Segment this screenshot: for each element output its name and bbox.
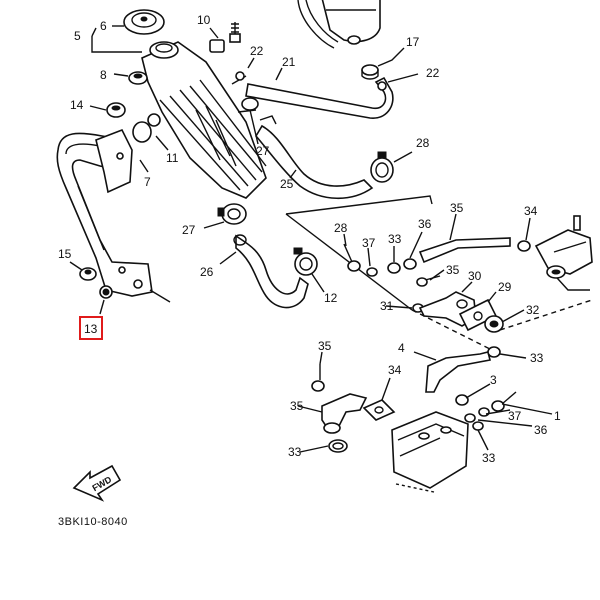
- callout-12: 12: [324, 291, 338, 305]
- callout-34: 34: [388, 363, 402, 377]
- bolt-13-part: [99, 285, 113, 299]
- highlight-box: [79, 316, 103, 340]
- gasket-3-part: [362, 399, 396, 421]
- callout-33: 33: [288, 445, 302, 459]
- leader-lines: [69, 25, 553, 453]
- callout-1: 1: [554, 409, 561, 423]
- callout-35: 35: [290, 399, 304, 413]
- callout-36: 36: [534, 423, 548, 437]
- radiator-cap-part: [123, 9, 165, 35]
- callout-35: 35: [318, 339, 332, 353]
- clip-22-part: [235, 71, 387, 91]
- grommet-14-part: [106, 102, 126, 118]
- callout-35: 35: [446, 263, 460, 277]
- o-ring-2-part: [328, 439, 348, 453]
- clamp-35-lower-part: [455, 346, 501, 406]
- bolt-4-part: [311, 364, 325, 392]
- sub-assembly-outline: [285, 195, 593, 353]
- elbow-fitting-1-part: [321, 393, 368, 434]
- clamp-27-lower-part: [217, 203, 247, 225]
- callout-33: 33: [530, 351, 544, 365]
- hose-34-upper-part: [418, 237, 511, 264]
- bolt-30-part: [416, 275, 441, 287]
- callout-10: 10: [197, 13, 211, 27]
- bolt-37-lower-part: [491, 391, 517, 412]
- callout-27: 27: [182, 223, 196, 237]
- callout-8: 8: [100, 68, 107, 82]
- callout-22: 22: [426, 66, 440, 80]
- collar-part: [132, 113, 161, 143]
- callout-28: 28: [416, 136, 430, 150]
- callout-33: 33: [388, 232, 402, 246]
- callout-25: 25: [280, 177, 294, 191]
- hose-26-part: [233, 234, 309, 309]
- callout-35: 35: [450, 201, 464, 215]
- callout-3: 3: [490, 373, 497, 387]
- callout-7: 7: [144, 175, 151, 189]
- grommet-8-part: [128, 71, 148, 85]
- hose-25-part: [255, 115, 374, 200]
- bolt-37-upper-part: [343, 243, 361, 272]
- callout-2: 2: [0, 0, 7, 3]
- callout-27: 27: [256, 144, 270, 158]
- thermostat-housing-part: [534, 215, 593, 291]
- callout-36: 36: [418, 217, 432, 231]
- callout-26: 26: [200, 265, 214, 279]
- hose-34-lower-part: [425, 351, 491, 393]
- callout-30: 30: [468, 269, 482, 283]
- diagram-code: 3BKI10-8040: [58, 516, 128, 528]
- callout-37: 37: [508, 409, 522, 423]
- callout-31: 31: [380, 299, 394, 313]
- fitting-31-part: [484, 315, 504, 333]
- clamp-27-upper-part: [241, 97, 259, 111]
- clamp-35-top-part: [403, 240, 531, 270]
- washer-33-lower-part: [464, 413, 484, 431]
- callout-5: 5: [74, 29, 81, 43]
- callout-17: 17: [406, 35, 420, 49]
- callout-32: 32: [526, 303, 540, 317]
- washer-36-upper-part: [387, 262, 401, 274]
- callout-4: 4: [398, 341, 405, 355]
- callout-34: 34: [524, 204, 538, 218]
- callout-22: 22: [250, 44, 264, 58]
- cylinder-head-part: [391, 411, 469, 493]
- radiator-bracket-part: [56, 128, 153, 297]
- callout-21: 21: [282, 55, 296, 69]
- bolt-10-part: [229, 22, 241, 43]
- washer-33-upper-part: [366, 267, 424, 313]
- hose-21-part: [245, 76, 394, 119]
- callout-11: 11: [166, 151, 179, 165]
- clip-17-part: [361, 64, 379, 80]
- callout-29: 29: [498, 280, 512, 294]
- nut-15-part: [79, 267, 97, 281]
- reservoir-tank-part: [297, 0, 381, 49]
- clamp-28-lower-part: [293, 247, 318, 276]
- callout-15: 15: [58, 247, 72, 261]
- callout-33: 33: [482, 451, 496, 465]
- forward-direction-arrow: FWD: [72, 464, 122, 502]
- callout-28: 28: [334, 221, 348, 235]
- callout-37: 37: [362, 236, 376, 250]
- callout-13-highlighted[interactable]: 13: [84, 322, 98, 336]
- callout-6: 6: [100, 19, 107, 33]
- radiator-part: [141, 39, 267, 199]
- clamp-28-upper-part: [370, 151, 394, 183]
- washer-36-lower-part: [478, 407, 490, 417]
- callout-14: 14: [70, 98, 84, 112]
